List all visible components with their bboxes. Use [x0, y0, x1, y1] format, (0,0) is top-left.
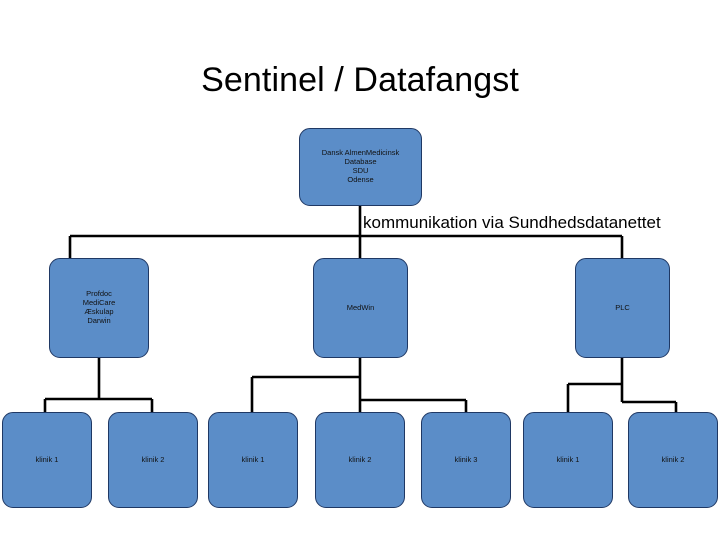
node-profdoc-klinik-1-label: klinik 1 — [35, 454, 59, 464]
node-dam-database[interactable]: Dansk AlmenMedicinsk Database SDU Odense — [299, 128, 422, 206]
node-plc-klinik-2-label: klinik 2 — [661, 454, 685, 464]
node-vendor-plc-label: PLC — [615, 302, 630, 312]
node-medwin-klinik-3-label: klinik 3 — [454, 454, 478, 464]
node-profdoc-klinik-2-label: klinik 2 — [141, 454, 165, 464]
node-plc-klinik-2[interactable]: klinik 2 — [628, 412, 718, 508]
communication-note: kommunikation via Sundhedsdatanettet — [363, 213, 661, 232]
page-title: Sentinel / Datafangst — [201, 61, 519, 99]
node-plc-klinik-1-label: klinik 1 — [556, 454, 580, 464]
node-vendor-plc[interactable]: PLC — [575, 258, 670, 358]
node-medwin-klinik-2[interactable]: klinik 2 — [315, 412, 405, 508]
node-plc-klinik-1[interactable]: klinik 1 — [523, 412, 613, 508]
node-medwin-klinik-2-label: klinik 2 — [348, 454, 372, 464]
node-medwin-klinik-3[interactable]: klinik 3 — [421, 412, 511, 508]
node-vendor-medwin[interactable]: MedWin — [313, 258, 408, 358]
node-profdoc-klinik-1[interactable]: klinik 1 — [2, 412, 92, 508]
node-vendor-medwin-label: MedWin — [346, 302, 375, 312]
node-medwin-klinik-1-label: klinik 1 — [241, 454, 265, 464]
node-dam-database-label: Dansk AlmenMedicinsk Database SDU Odense — [321, 148, 400, 184]
node-vendor-profdoc[interactable]: Profdoc MediCare Æskulap Darwin — [49, 258, 149, 358]
node-profdoc-klinik-2[interactable]: klinik 2 — [108, 412, 198, 508]
node-vendor-profdoc-label: Profdoc MediCare Æskulap Darwin — [82, 289, 116, 325]
node-medwin-klinik-1[interactable]: klinik 1 — [208, 412, 298, 508]
